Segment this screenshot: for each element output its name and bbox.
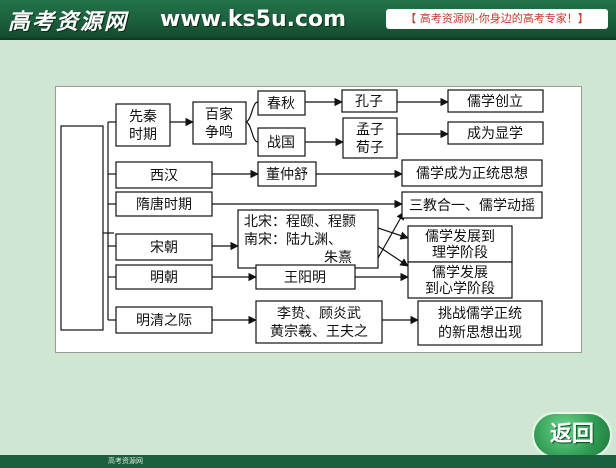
- mingchao-box: [115, 264, 213, 290]
- tiaozhan-box: [417, 300, 543, 346]
- mingqing-box: [115, 306, 213, 334]
- suitang-box: [115, 191, 213, 217]
- kongzi-label: 孔子: [355, 94, 383, 110]
- return-button[interactable]: 返回: [532, 412, 612, 458]
- lixue-line1: 儒学发展到: [425, 229, 495, 245]
- lixue-line2: 理学阶段: [432, 245, 488, 261]
- song-people-line1: 北宋：程颐、程颢: [244, 214, 356, 230]
- songchao-label: 宋朝: [150, 240, 178, 256]
- root-box: [60, 125, 104, 331]
- header-banner: 高考资源网 www.ks5u.com 【 高考资源网-你身边的高考专家！】: [0, 0, 616, 40]
- xihan-label: 西汉: [150, 168, 178, 184]
- site-logo[interactable]: 高考资源网: [8, 9, 129, 35]
- tiaozhan-line2: 的新思想出现: [438, 325, 522, 341]
- xianxue-label: 成为显学: [467, 126, 523, 142]
- tiaozhan-line1: 挑战儒学正统: [438, 306, 522, 322]
- xihan-box: [115, 161, 213, 189]
- connectors: [103, 97, 449, 325]
- mq-people-box: [255, 300, 383, 344]
- zhengtong-label: 儒学成为正统思想: [416, 166, 528, 182]
- chuangli-label: 儒学创立: [467, 94, 523, 110]
- xinxue-box: [407, 261, 513, 299]
- xinxue-line2: 到心学阶段: [425, 281, 495, 297]
- chunqiu-label: 春秋: [267, 96, 295, 112]
- wang-box: [255, 264, 356, 290]
- mq-people-line2: 黄宗羲、王夫之: [270, 323, 368, 340]
- footer-bar: 高考资源网: [0, 455, 616, 468]
- sanjiao-box: [401, 191, 543, 219]
- site-slogan: 【 高考资源网-你身边的高考专家！】: [386, 9, 608, 29]
- xianqin-box: [115, 103, 171, 147]
- mingchao-label: 明朝: [150, 270, 178, 286]
- baijia-label: 百家争鸣: [205, 106, 233, 141]
- song-people-line3: 朱熹: [324, 250, 352, 266]
- chuangli-box: [447, 89, 544, 113]
- xunzi-label: 荀子: [356, 140, 384, 156]
- song-people-line2: 南宋：陆九渊、: [244, 232, 342, 248]
- mingqing-label: 明清之际: [136, 313, 192, 329]
- footer-text: 高考资源网: [108, 457, 143, 465]
- songchao-box: [115, 233, 213, 261]
- zhanguo-label: 战国: [267, 135, 295, 151]
- wang-label: 王阳明: [284, 270, 326, 286]
- baijia-box: [192, 101, 247, 145]
- lixue-box: [407, 225, 513, 263]
- dong-label: 董仲舒: [266, 167, 308, 183]
- kongzi-box: [341, 89, 398, 113]
- site-url[interactable]: www.ks5u.com: [160, 7, 347, 32]
- zhengtong-box: [401, 159, 543, 187]
- mengxun-box: [342, 117, 398, 159]
- sanjiao-label: 三教合一、儒学动摇: [409, 198, 535, 214]
- xinxue-line1: 儒学发展: [432, 265, 488, 281]
- dong-box: [257, 161, 317, 187]
- suitang-label: 隋唐时期: [136, 196, 192, 213]
- mengzi-label: 孟子: [356, 122, 384, 138]
- chunqiu-box: [257, 90, 306, 116]
- zhanguo-box: [257, 127, 306, 157]
- xianqin-label: 先秦时期: [129, 109, 157, 143]
- mq-people-line1: 李贽、顾炎武: [277, 306, 361, 322]
- xianxue-box: [447, 121, 544, 145]
